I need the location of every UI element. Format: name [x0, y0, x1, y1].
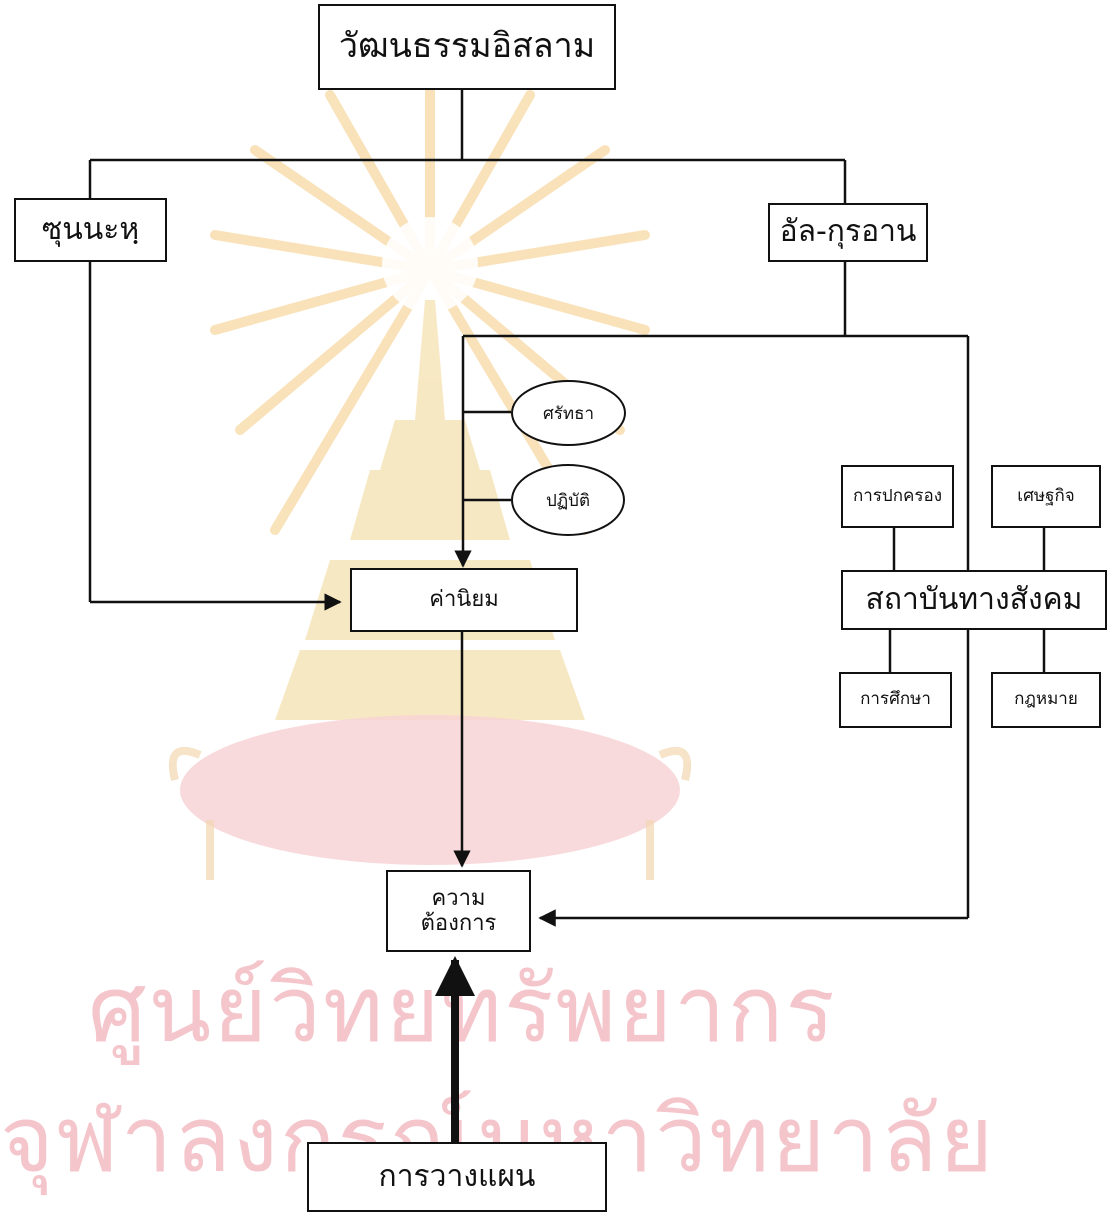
practice-label: ปฏิบัติ — [545, 490, 591, 511]
planning-box: การวางแผน — [307, 1142, 607, 1212]
faith-oval: ศรัทธา — [511, 380, 626, 446]
planning-label: การวางแผน — [378, 1158, 536, 1194]
governance-label: การปกครอง — [852, 485, 943, 506]
economy-label: เศษฐกิจ — [1017, 485, 1075, 506]
values-box: ค่านิยม — [350, 568, 578, 632]
social-institutions-box: สถาบันทางสังคม — [841, 570, 1107, 630]
sunnah-box: ซุนนะหฺ — [14, 198, 167, 262]
education-box: การศึกษา — [839, 672, 952, 728]
needs-label-line-2: ต้องการ — [420, 911, 497, 936]
practice-oval: ปฏิบัติ — [511, 464, 625, 536]
economy-box: เศษฐกิจ — [991, 465, 1101, 528]
needs-box: ความ ต้องการ — [386, 870, 531, 952]
al-quran-label: อัล-กุรอาน — [779, 214, 917, 250]
islamic-culture-box: วัฒนธรรมอิสลาม — [318, 4, 616, 90]
law-label: กฎหมาย — [1014, 689, 1078, 710]
al-quran-box: อัล-กุรอาน — [768, 203, 928, 262]
values-label: ค่านิยม — [429, 587, 499, 613]
law-box: กฎหมาย — [991, 672, 1101, 728]
social-institutions-label: สถาบันทางสังคม — [865, 581, 1083, 617]
education-label: การศึกษา — [860, 689, 931, 710]
faith-label: ศรัทธา — [542, 403, 595, 424]
governance-box: การปกครอง — [841, 465, 954, 528]
islamic-culture-label: วัฒนธรรมอิสลาม — [338, 26, 596, 67]
needs-label: ความ ต้องการ — [421, 886, 497, 937]
sunnah-label: ซุนนะหฺ — [41, 211, 140, 247]
needs-label-line-1: ความ — [431, 885, 486, 911]
